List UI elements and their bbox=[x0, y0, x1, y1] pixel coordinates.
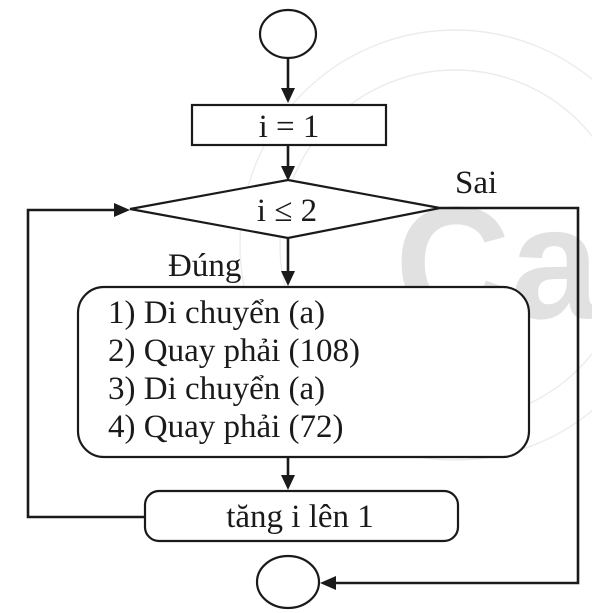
loop-step: 4) Quay phải (72) bbox=[108, 409, 344, 445]
start-terminal bbox=[258, 8, 318, 60]
arrowhead-decision bbox=[281, 166, 295, 181]
loop-step: 3) Di chuyển (a) bbox=[108, 371, 325, 407]
loop-back-line bbox=[26, 208, 145, 519]
loop-body-box bbox=[76, 285, 531, 459]
arrowhead-init bbox=[281, 88, 295, 103]
arrowhead-end bbox=[320, 576, 336, 590]
arrowhead-body bbox=[281, 271, 295, 286]
init-process-label: i = 1 bbox=[259, 109, 320, 145]
loop-step: 2) Quay phải (108) bbox=[108, 333, 360, 369]
arrowhead-loop-back bbox=[114, 203, 130, 217]
increment-box bbox=[143, 489, 460, 543]
false-branch-line bbox=[334, 206, 580, 585]
watermark-ring bbox=[239, 29, 592, 461]
arrowhead-increment bbox=[281, 475, 295, 490]
decision-label: i ≤ 2 bbox=[257, 193, 317, 229]
loop-step: 1) Di chuyển (a) bbox=[108, 295, 325, 331]
end-terminal bbox=[255, 554, 321, 610]
true-branch-label: Đúng bbox=[168, 248, 241, 284]
increment-label: tăng i lên 1 bbox=[226, 499, 374, 535]
false-branch-label: Sai bbox=[455, 165, 497, 201]
